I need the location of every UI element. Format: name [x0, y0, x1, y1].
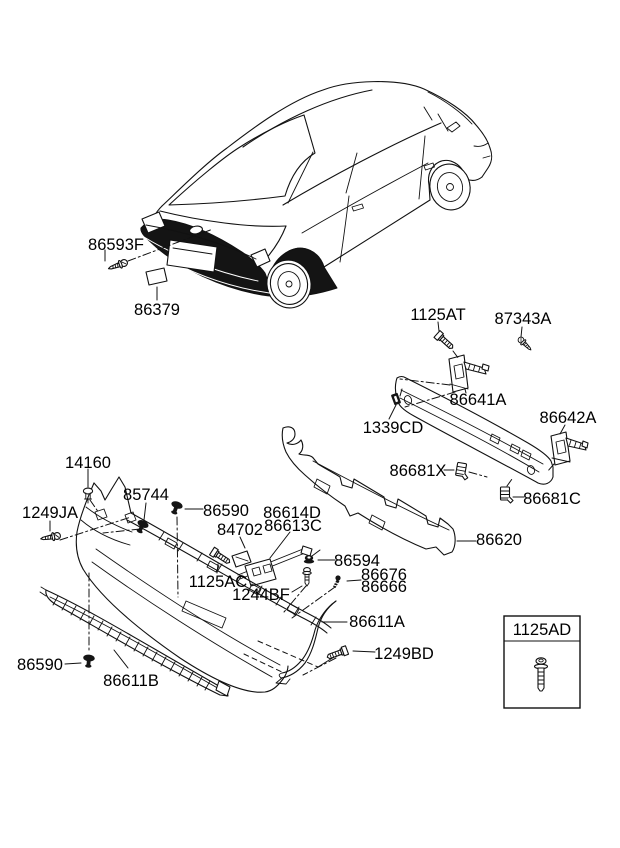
- bolt-icon-1125AC: [208, 546, 233, 567]
- bracket-86642A: [550, 431, 589, 466]
- retainer-clip-icon-86681C: [499, 486, 514, 504]
- dash-leader-lines: [59, 228, 555, 676]
- hardware-icons: [39, 257, 534, 669]
- callout-1125AD[interactable]: 1125AD: [513, 621, 571, 639]
- clip-nut-icon-1339CD: [391, 392, 401, 406]
- callout-86379[interactable]: 86379: [134, 301, 180, 319]
- grommet-icon-86590-upper: [168, 499, 184, 517]
- callout-1244BF[interactable]: 1244BF: [232, 586, 290, 604]
- callout-1125AT[interactable]: 1125AT: [410, 306, 465, 324]
- callout-86681X[interactable]: 86681X: [390, 462, 447, 480]
- leader-lines: [49, 249, 566, 669]
- energy-absorber: [281, 426, 456, 556]
- car-sketch: [140, 81, 493, 309]
- callout-86676[interactable]: 86676: [361, 566, 407, 584]
- callout-87343A[interactable]: 87343A: [495, 310, 552, 328]
- callout-86611B[interactable]: 86611B: [103, 672, 159, 690]
- callout-86620[interactable]: 86620: [476, 531, 522, 549]
- callout-14160[interactable]: 14160: [65, 454, 111, 472]
- callout-labels: 86593F 86379 1125AT 87343A 86641A 86642A…: [17, 236, 596, 690]
- callout-85744[interactable]: 85744: [123, 486, 169, 504]
- screw-icon-87343A: [516, 335, 534, 353]
- push-clip-icon-85744: [133, 518, 150, 536]
- callout-86666[interactable]: 86666: [361, 578, 407, 596]
- bolt-icon-1249BD: [325, 645, 350, 662]
- grommet-icon-86590-lower: [82, 654, 96, 669]
- callout-86613C[interactable]: 86613C: [264, 517, 322, 535]
- callout-1339CD[interactable]: 1339CD: [363, 419, 424, 437]
- callout-1249JA[interactable]: 1249JA: [22, 504, 78, 522]
- part-number-box: [503, 615, 581, 709]
- callout-86593F[interactable]: 86593F: [88, 236, 144, 254]
- machine-screw-icon-1244BF: [302, 567, 312, 587]
- push-clip-icon-14160: [82, 487, 94, 504]
- bracket-86641A: [448, 354, 490, 393]
- callout-86611A[interactable]: 86611A: [349, 613, 405, 631]
- impact-beam: [394, 375, 554, 485]
- callout-1249BD[interactable]: 1249BD: [374, 645, 434, 663]
- lower-protector-strip: [39, 586, 231, 697]
- retainer-clip-icon-86681X: [454, 461, 471, 481]
- screw-icon-1249JA: [39, 530, 62, 544]
- callout-86590-lower[interactable]: 86590: [17, 656, 63, 674]
- callout-86594[interactable]: 86594: [334, 552, 380, 570]
- callout-1125AC[interactable]: 1125AC: [189, 573, 247, 591]
- callout-86641A[interactable]: 86641A: [450, 391, 507, 409]
- callout-86590-upper[interactable]: 86590: [203, 502, 249, 520]
- flange-nut-icon-86594: [303, 555, 315, 564]
- side-rail-assembly: [231, 545, 313, 587]
- screw-icon-86593F: [106, 257, 130, 273]
- callout-86642A[interactable]: 86642A: [540, 409, 597, 427]
- bolt-icon-1125AD: [533, 657, 549, 692]
- protector-pad: [145, 267, 168, 286]
- bolt-icon-1125AT: [433, 330, 457, 352]
- side-stay-crescent: [275, 600, 337, 685]
- machine-screw-icon-86676: [333, 575, 341, 588]
- callout-84702[interactable]: 84702: [217, 521, 263, 539]
- callout-86681C[interactable]: 86681C: [523, 490, 581, 508]
- callout-86614D[interactable]: 86614D: [263, 504, 321, 522]
